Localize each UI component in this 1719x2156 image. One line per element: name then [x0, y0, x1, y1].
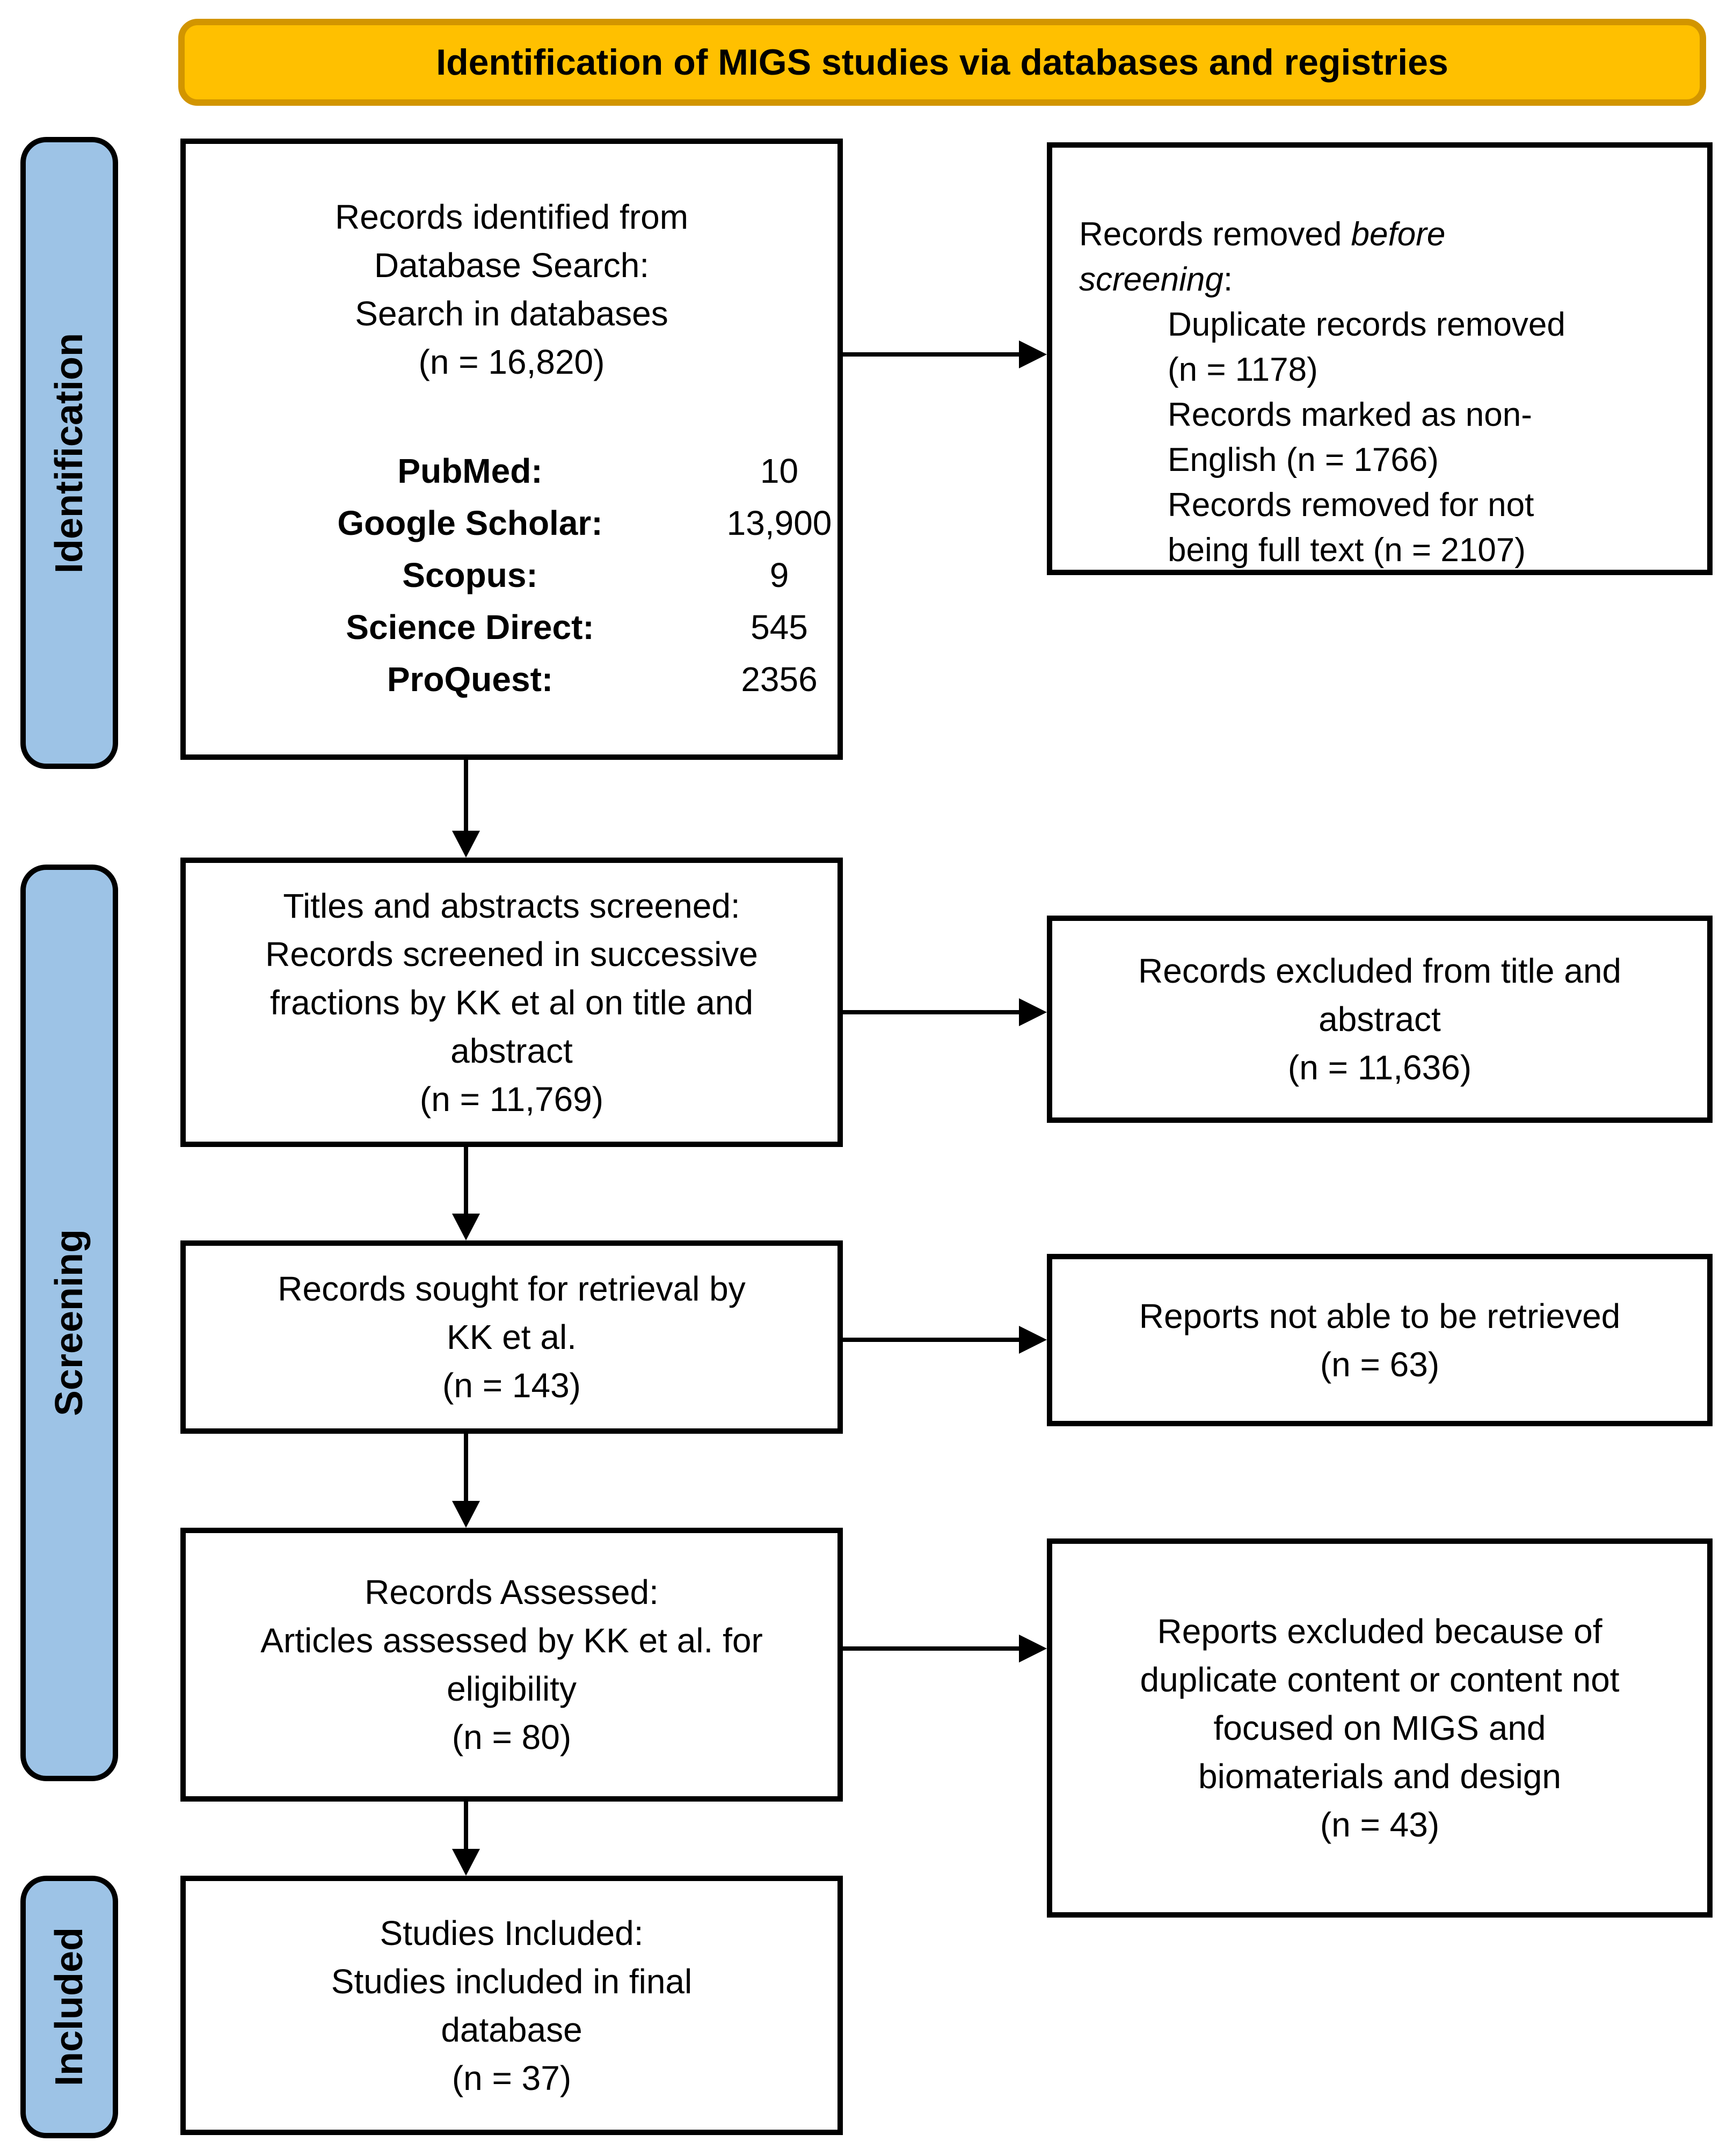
arrow-right-icon — [843, 1622, 1047, 1675]
removal-reason: Records marked as non- English (n = 1766… — [1168, 393, 1627, 483]
text-line: (n = 43) — [1320, 1805, 1440, 1844]
stage-screening: Screening — [20, 865, 118, 1781]
text-line: Records removed before — [1079, 216, 1446, 253]
source-row: Google Scholar: 13,900 — [186, 497, 837, 549]
arrow-right-icon — [843, 328, 1047, 381]
text-line: Reports not able to be retrieved — [1139, 1296, 1621, 1335]
text-line: (n = 143) — [442, 1366, 581, 1405]
source-count: 13,900 — [726, 504, 832, 542]
text-line: Studies included in final — [331, 1962, 693, 2001]
text-line: Records excluded from title and — [1138, 952, 1621, 990]
text-line: (n = 1178) — [1168, 351, 1318, 388]
arrow-down-icon — [440, 1434, 492, 1528]
text-line: Records sought for retrieval by — [278, 1269, 746, 1308]
text-line: Search in databases — [355, 294, 668, 333]
text-line: Titles and abstracts screened: — [283, 886, 740, 925]
text-line: (n = 11,636) — [1287, 1048, 1472, 1087]
text-line: Duplicate records removed — [1168, 306, 1565, 343]
text-line: eligibility — [447, 1669, 577, 1708]
arrow-down-icon — [440, 1147, 492, 1240]
text-line: (n = 16,820) — [418, 343, 605, 381]
arrow-down-icon — [440, 1802, 492, 1876]
stage-identification: Identification — [20, 137, 118, 769]
stage-identification-label: Identification — [48, 332, 91, 574]
source-name: PubMed: — [397, 452, 543, 490]
source-count: 10 — [760, 452, 799, 490]
arrow-right-icon — [843, 1313, 1047, 1367]
stage-screening-label: Screening — [48, 1229, 91, 1417]
box-studies-included: Studies Included: Studies included in fi… — [180, 1876, 843, 2135]
text-line: abstract — [450, 1031, 573, 1070]
source-name: Scopus: — [402, 556, 538, 594]
text-line: focused on MIGS and — [1213, 1709, 1546, 1747]
box-records-assessed: Records Assessed: Articles assessed by K… — [180, 1528, 843, 1802]
box-records-excluded-title-abstract: Records excluded from title and abstract… — [1047, 916, 1713, 1123]
removal-reason: Records removed for not being full text … — [1168, 483, 1627, 573]
text-line: Studies Included: — [380, 1913, 644, 1952]
source-row: Scopus: 9 — [186, 549, 837, 601]
text-line: biomaterials and design — [1198, 1757, 1561, 1796]
removal-reason: Duplicate records removed (n = 1178) — [1168, 302, 1627, 393]
text-line: Records removed for not — [1168, 487, 1534, 524]
box-reports-excluded: Reports excluded because of duplicate co… — [1047, 1538, 1713, 1918]
text-line: abstract — [1319, 1000, 1441, 1039]
stage-included: Included — [20, 1876, 118, 2138]
text-line: Records screened in successive — [265, 934, 758, 974]
box-titles-abstracts-screened: Titles and abstracts screened: Records s… — [180, 858, 843, 1147]
source-count: 2356 — [741, 660, 818, 699]
box-records-removed-before-screening: Records removed before screening: Duplic… — [1047, 142, 1713, 575]
text-line: English (n = 1766) — [1168, 441, 1439, 478]
text-line: fractions by KK et al on title and — [269, 983, 754, 1022]
source-list: PubMed: 10 Google Scholar: 13,900 Scopus… — [186, 445, 837, 706]
text-line: (n = 11,769) — [419, 1079, 604, 1119]
source-row: PubMed: 10 — [186, 445, 837, 497]
text-line: being full text (n = 2107) — [1168, 532, 1526, 569]
text-line: Database Search: — [374, 246, 650, 285]
source-row: Science Direct: 545 — [186, 601, 837, 654]
source-name: ProQuest: — [387, 660, 553, 699]
text-line: (n = 37) — [451, 2058, 572, 2097]
source-count: 545 — [751, 608, 808, 647]
text-line: screening: — [1079, 261, 1233, 298]
source-count: 9 — [769, 556, 789, 594]
text-line: (n = 63) — [1320, 1345, 1440, 1384]
arrow-right-icon — [843, 985, 1047, 1039]
text-line: duplicate content or content not — [1140, 1660, 1620, 1699]
box-records-identified: Records identified from Database Search:… — [180, 139, 843, 760]
source-name: Google Scholar: — [337, 504, 603, 542]
text-line: Records Assessed: — [365, 1573, 659, 1611]
arrow-down-icon — [440, 759, 492, 858]
stage-included-label: Included — [48, 1927, 91, 2087]
text-line: Articles assessed by KK et al. for — [260, 1621, 763, 1660]
text-line: Records marked as non- — [1168, 396, 1532, 433]
box-records-sought-retrieval: Records sought for retrieval by KK et al… — [180, 1240, 843, 1434]
text-line: Reports excluded because of — [1157, 1612, 1603, 1651]
text-line: KK et al. — [447, 1318, 577, 1356]
source-name: Science Direct: — [346, 608, 594, 647]
source-row: ProQuest: 2356 — [186, 654, 837, 706]
banner-title: Identification of MIGS studies via datab… — [178, 19, 1706, 106]
box-reports-not-retrieved: Reports not able to be retrieved (n = 63… — [1047, 1254, 1713, 1426]
text-line: Records identified from — [334, 198, 689, 236]
text-line: database — [441, 2010, 582, 2049]
text-line: (n = 80) — [451, 1718, 572, 1756]
